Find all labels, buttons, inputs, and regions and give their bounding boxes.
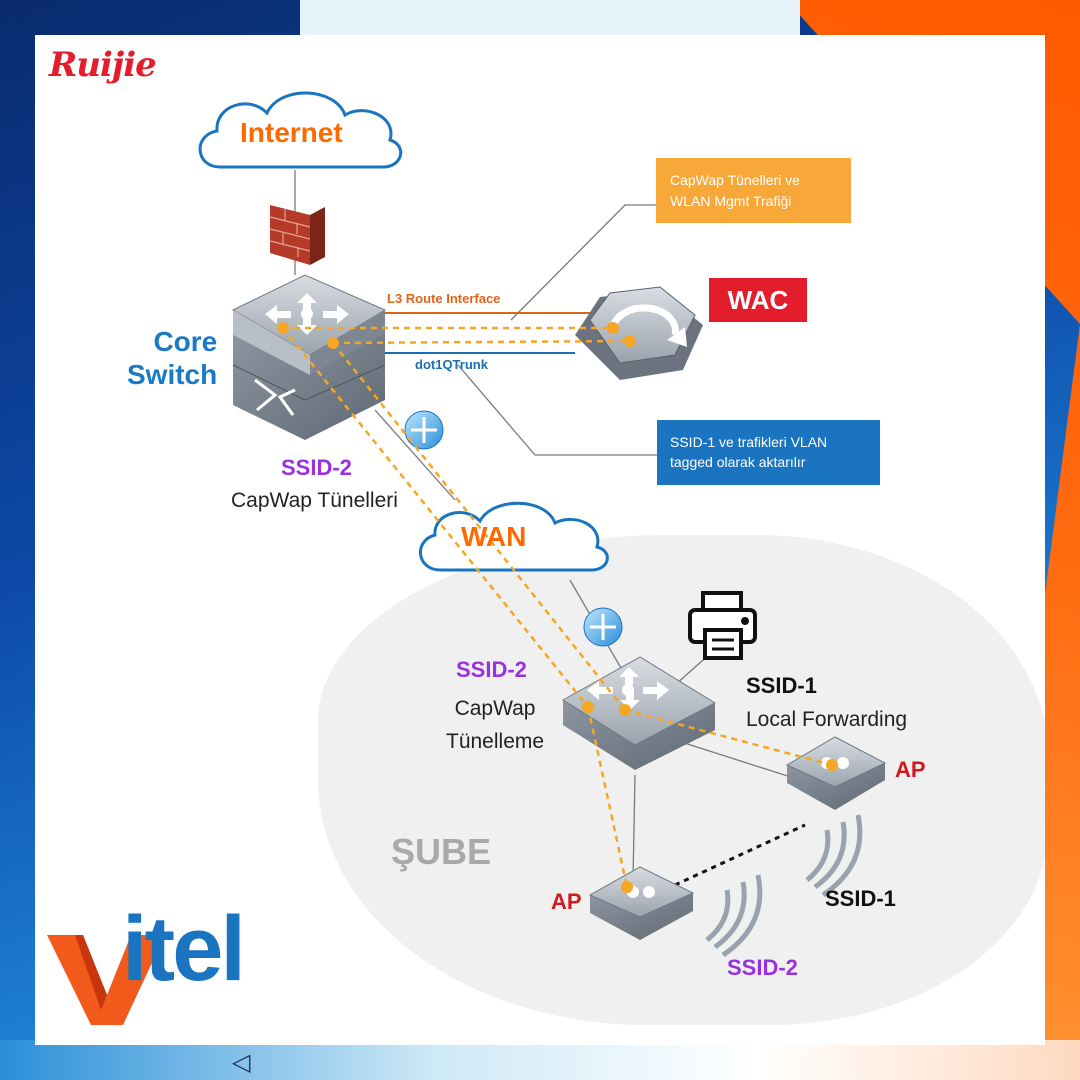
tunnel-endpoints — [277, 322, 838, 893]
ruijie-logo: Ruijie — [49, 45, 157, 85]
ssid-callout-line1: SSID-1 ve trafikleri VLAN — [670, 434, 828, 450]
background-bottom-band — [0, 1040, 1080, 1080]
capwap-tunnels-label: CapWap Tünelleri — [231, 489, 398, 512]
ssid2-label-bottom: SSID-2 — [727, 955, 798, 980]
wifi-signal-icon-ssid2 — [705, 874, 763, 958]
core-switch-label-line2: Switch — [127, 359, 218, 390]
wac-controller-icon — [575, 286, 703, 380]
previous-arrow-icon[interactable]: ◁ — [232, 1049, 251, 1076]
ssid-callout-line2: tagged olarak aktarılır — [670, 454, 806, 470]
ssid-callout-box: SSID-1 ve trafikleri VLAN tagged olarak … — [657, 420, 880, 485]
ssid1-label-bottom: SSID-1 — [825, 886, 896, 911]
core-switch-label: Core Switch — [127, 325, 217, 391]
capwap-callout-line2: WLAN Mgmt Trafiği — [670, 193, 792, 209]
link-core-wan — [374, 409, 456, 501]
wac-badge: WAC — [709, 278, 807, 322]
capwap-tunneling-label: CapWap Tünelleme — [446, 692, 544, 758]
branch-label: ŞUBE — [391, 831, 492, 872]
capwap-tunneling-line2: Tünelleme — [446, 730, 545, 753]
l3-route-label: L3 Route Interface — [387, 291, 501, 306]
router-icon-branch — [583, 607, 623, 647]
link-branch-ap-right — [674, 739, 801, 781]
access-point-icon-right — [785, 736, 887, 810]
capwap-callout-line1: CapWap Tünelleri ve — [670, 172, 800, 188]
internet-cloud-icon — [198, 91, 403, 169]
network-diagram — [47, 91, 887, 1025]
capwap-tunneling-line1: CapWap — [454, 697, 536, 720]
ssid2-label-top: SSID-2 — [281, 455, 352, 480]
printer-icon — [688, 591, 757, 660]
access-point-icon-left — [588, 866, 695, 940]
firewall-icon — [269, 205, 325, 265]
router-icon-top — [404, 410, 444, 450]
wan-label: WAN — [461, 521, 527, 552]
internet-label: Internet — [240, 117, 343, 148]
diagram-card: Ruijie Internet WAN Core Switch L3 Route… — [35, 35, 1045, 1045]
ap-mesh-link — [674, 823, 806, 887]
callout-ssid — [457, 364, 657, 456]
background-top-band — [300, 0, 800, 40]
callout-capwap — [510, 204, 656, 321]
local-forwarding-label: Local Forwarding — [746, 708, 908, 731]
core-switch-icon — [231, 274, 387, 440]
ssid1-label-header: SSID-1 — [746, 673, 817, 698]
core-switch-label-line1: Core — [153, 326, 218, 357]
dot1q-trunk-label: dot1QTrunk — [415, 357, 488, 372]
link-branch-ap-left — [632, 774, 636, 881]
ap-label-right: AP — [895, 757, 926, 782]
vitel-logo-mark — [47, 935, 165, 1025]
capwap-tunnels — [282, 326, 833, 888]
ssid2-label-mid: SSID-2 — [456, 657, 527, 682]
branch-area — [318, 535, 1045, 1025]
ap-label-left: AP — [551, 889, 582, 914]
vitel-logo-text: itel — [122, 898, 246, 1000]
capwap-callout-box: CapWap Tünelleri ve WLAN Mgmt Trafiği — [656, 158, 851, 223]
wifi-signal-icon-ssid1 — [805, 814, 863, 898]
wan-cloud-icon — [418, 501, 609, 572]
